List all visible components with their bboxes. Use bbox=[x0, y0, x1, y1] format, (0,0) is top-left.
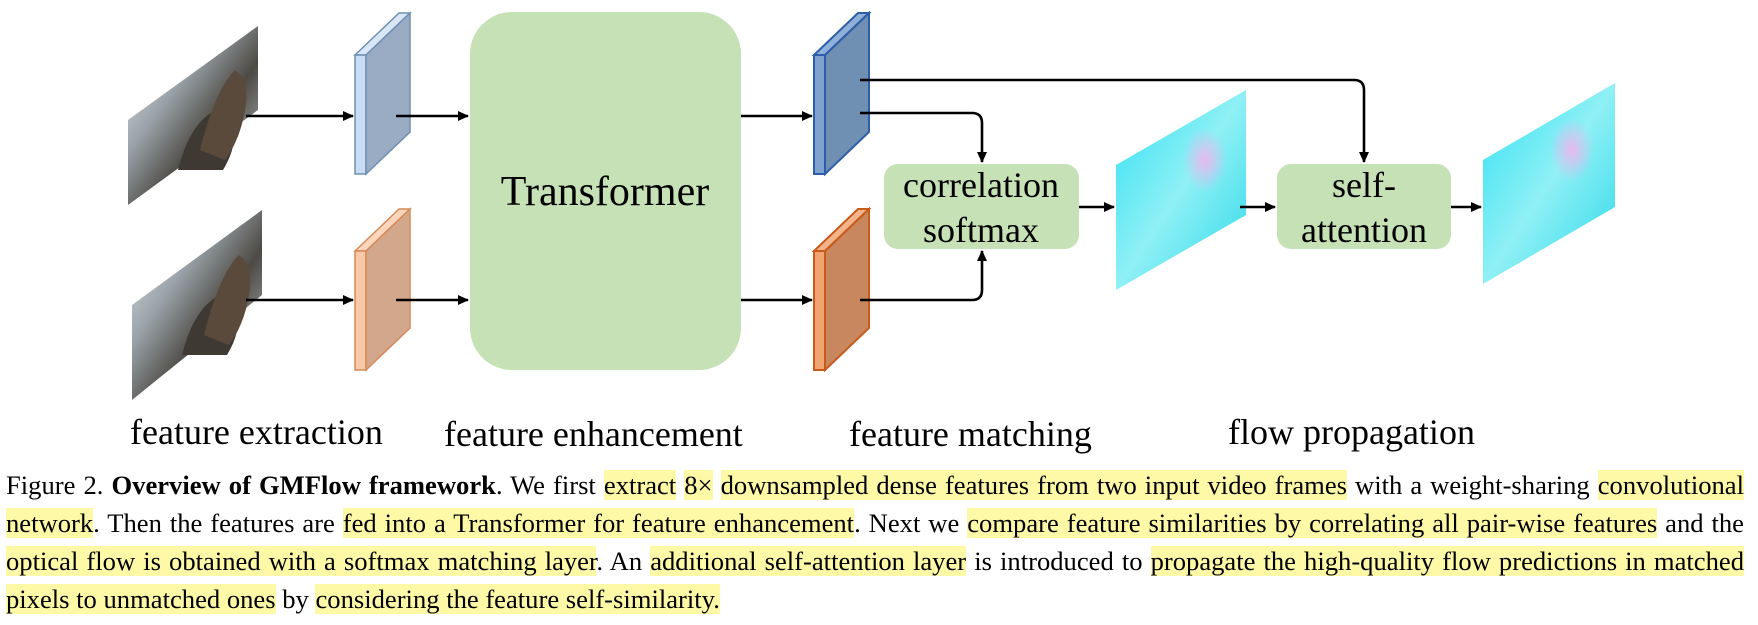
arrow-bottom-to-correlation bbox=[860, 250, 987, 302]
self-attention-box bbox=[1277, 164, 1451, 249]
figure-title: Overview of GMFlow framework bbox=[111, 470, 496, 500]
caption-text: . We first bbox=[495, 470, 604, 500]
figure-caption: Figure 2. Overview of GMFlow framework. … bbox=[6, 466, 1744, 618]
caption-text: . Next we bbox=[854, 508, 968, 538]
caption-text: . Then the features are bbox=[93, 508, 343, 538]
softmax-label: softmax bbox=[923, 210, 1039, 250]
stage-feature-extraction: feature extraction bbox=[130, 412, 383, 452]
stage-flow-propagation: flow propagation bbox=[1228, 412, 1475, 452]
matched-flow-map bbox=[1116, 90, 1246, 290]
arrow-top-to-attention bbox=[860, 78, 1369, 163]
caption-highlight: additional self-attention layer bbox=[650, 546, 967, 576]
propagated-flow-map bbox=[1483, 83, 1615, 284]
input-frame-2 bbox=[132, 210, 262, 400]
stage-feature-enhancement: feature enhancement bbox=[444, 414, 743, 454]
caption-text: and the bbox=[1657, 508, 1744, 538]
correlation-softmax-box bbox=[884, 164, 1079, 249]
caption-text: . An bbox=[596, 546, 651, 576]
figure-label: Figure 2. bbox=[6, 470, 104, 500]
enhanced-feature-top bbox=[811, 10, 872, 177]
caption-highlight: downsampled dense features from two inpu… bbox=[720, 470, 1347, 500]
correlation-label: correlation bbox=[903, 165, 1059, 205]
gmflow-diagram: Transformer correlation softmax self- at… bbox=[128, 10, 1615, 454]
caption-text bbox=[713, 470, 721, 500]
input-frame-1 bbox=[128, 26, 258, 205]
caption-text: is introduced to bbox=[966, 546, 1151, 576]
stage-feature-matching: feature matching bbox=[849, 414, 1092, 454]
caption-text: with a weight-sharing bbox=[1346, 470, 1598, 500]
enhanced-feature-bottom bbox=[811, 206, 872, 373]
self-label: self- bbox=[1332, 165, 1396, 205]
attention-label: attention bbox=[1301, 210, 1427, 250]
caption-text: by bbox=[275, 584, 316, 614]
extracted-feature-bottom bbox=[353, 207, 412, 372]
caption-highlight: compare feature similarities by correlat… bbox=[967, 508, 1658, 538]
caption-highlight: considering the feature self-similarity. bbox=[315, 584, 720, 614]
transformer-label: Transformer bbox=[501, 169, 709, 215]
transformer-box bbox=[470, 12, 741, 370]
caption-highlight: fed into a Transformer for feature enhan… bbox=[342, 508, 855, 538]
arrow-top-to-correlation bbox=[860, 111, 987, 163]
caption-highlight: extract bbox=[603, 470, 677, 500]
caption-highlight: optical flow is obtained with a softmax … bbox=[6, 546, 597, 576]
extracted-feature-top bbox=[353, 11, 412, 176]
caption-highlight: 8× bbox=[684, 470, 713, 500]
